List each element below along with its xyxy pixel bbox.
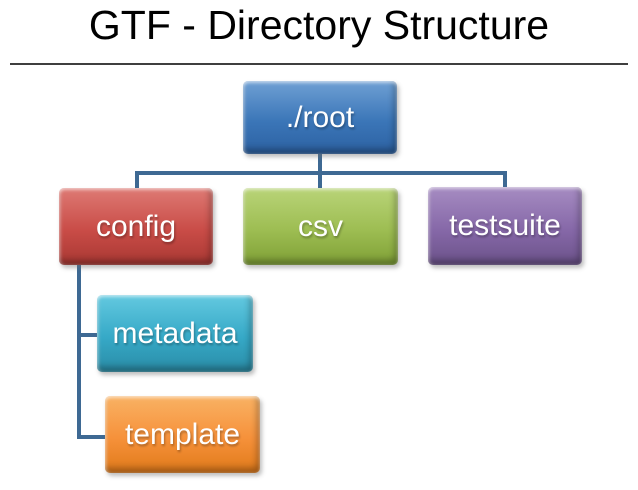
node-testsuite: testsuite: [428, 187, 582, 265]
connector-drop-testsuite: [503, 171, 507, 191]
node-csv: csv: [243, 188, 398, 265]
slide-title: GTF - Directory Structure: [88, 2, 550, 48]
node-root: ./root: [243, 81, 397, 154]
node-config: config: [59, 188, 213, 265]
connector-stub-metadata: [77, 333, 103, 337]
connector-drop-csv: [318, 171, 322, 191]
node-metadata: metadata: [97, 295, 253, 372]
connector-drop-config: [135, 171, 139, 191]
connector-root-down: [318, 150, 322, 175]
node-template: template: [105, 396, 260, 473]
title-divider: [10, 63, 628, 65]
connector-config-children-vertical: [77, 261, 81, 439]
connector-stub-template: [77, 435, 109, 439]
